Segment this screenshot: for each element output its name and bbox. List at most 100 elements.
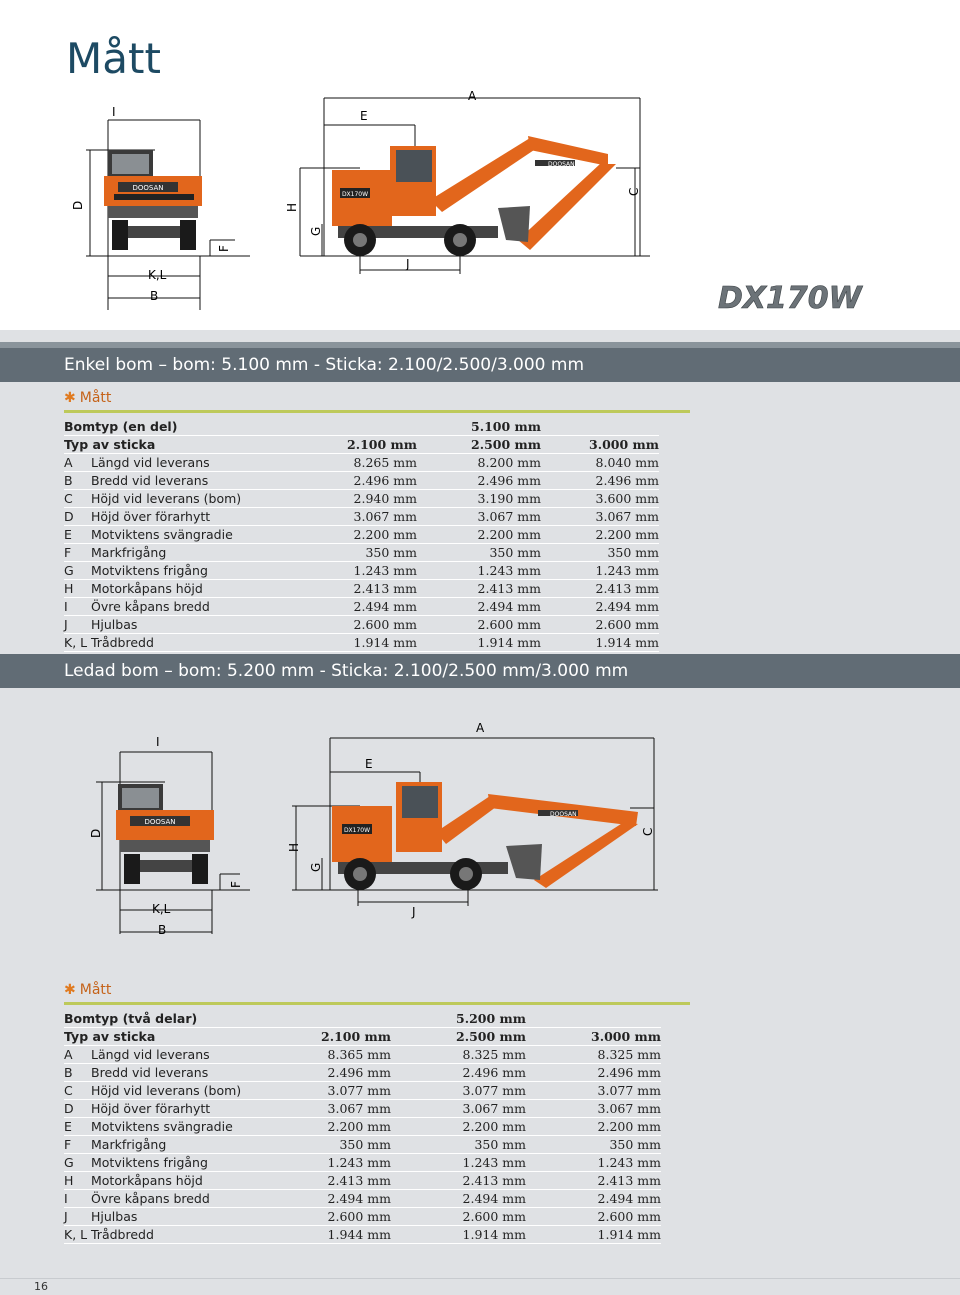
- row-value: 8.200 mm: [417, 453, 541, 472]
- row-name: Bredd vid leverans: [91, 471, 299, 490]
- model-logo-text: DX170W: [718, 281, 864, 316]
- section1-spec-table: Bomtyp (en del) 5.100 mm Typ av sticka 2…: [64, 418, 659, 652]
- row-value: 2.496 mm: [299, 471, 417, 490]
- row-letter: J: [64, 1207, 91, 1226]
- arm-value: 3.000 mm: [526, 1027, 661, 1046]
- front-view-machine: DOOSAN: [116, 784, 214, 884]
- dim-label-h: H: [285, 203, 299, 212]
- row-letter: B: [64, 1063, 91, 1082]
- boom-value: 5.200 mm: [391, 1010, 526, 1028]
- row-value: 8.040 mm: [541, 453, 659, 472]
- dimension-diagram-single-boom: DOOSAN I D K,L B F DX170W DOOS: [71, 89, 650, 310]
- row-value: 3.067 mm: [299, 1099, 391, 1118]
- row-value: 2.496 mm: [391, 1063, 526, 1082]
- side-view-machine: DX170W DOOSAN: [332, 136, 616, 256]
- dim-label-a: A: [468, 89, 477, 103]
- row-name: Motviktens svängradie: [91, 1117, 299, 1136]
- row-value: 1.914 mm: [391, 1225, 526, 1244]
- row-value: 1.944 mm: [299, 1225, 391, 1244]
- dim-label-c: C: [627, 188, 641, 196]
- row-name: Längd vid leverans: [91, 1045, 299, 1064]
- row-value: 1.243 mm: [391, 1153, 526, 1172]
- brand-text-arm: DOOSAN: [550, 811, 577, 818]
- dim-label-a: A: [476, 721, 485, 735]
- row-name: Höjd över förarhytt: [91, 507, 299, 526]
- row-letter: F: [64, 543, 91, 562]
- row-name: Hjulbas: [91, 615, 299, 634]
- dim-label-kl: K,L: [148, 268, 167, 282]
- dim-label-i: I: [156, 735, 160, 749]
- row-name: Höjd vid leverans (bom): [91, 1081, 299, 1100]
- row-letter: K, L: [64, 633, 91, 652]
- arm-value: 3.000 mm: [541, 435, 659, 454]
- row-letter: K, L: [64, 1225, 91, 1244]
- row-letter: D: [64, 507, 91, 526]
- row-letter: H: [64, 1171, 91, 1190]
- row-value: 350 mm: [299, 543, 417, 562]
- arm-value: 2.500 mm: [417, 435, 541, 454]
- row-name: Höjd över förarhytt: [91, 1099, 299, 1118]
- row-value: 2.496 mm: [417, 471, 541, 490]
- footer-rule: [0, 1278, 960, 1279]
- table-row: Typ av sticka 2.100 mm 2.500 mm 3.000 mm: [64, 435, 659, 454]
- row-value: 350 mm: [417, 543, 541, 562]
- page-title: Mått: [66, 34, 161, 83]
- row-letter: A: [64, 453, 91, 472]
- row-letter: D: [64, 1099, 91, 1118]
- page-number: 16: [34, 1280, 48, 1293]
- dim-label-d: D: [89, 829, 103, 838]
- row-name: Övre kåpans bredd: [91, 597, 299, 616]
- dim-label-b: B: [150, 289, 158, 303]
- row-value: 2.496 mm: [526, 1063, 661, 1082]
- row-letter: B: [64, 471, 91, 490]
- row-value: 3.067 mm: [417, 507, 541, 526]
- dim-label-d: D: [71, 201, 85, 210]
- row-value: 1.243 mm: [299, 561, 417, 580]
- row-name: Motorkåpans höjd: [91, 1171, 299, 1190]
- row-value: 2.600 mm: [299, 615, 417, 634]
- row-name: Längd vid leverans: [91, 453, 299, 472]
- row-value: 2.413 mm: [299, 579, 417, 598]
- row-name: Motorkåpans höjd: [91, 579, 299, 598]
- row-value: 8.265 mm: [299, 453, 417, 472]
- row-letter: H: [64, 579, 91, 598]
- table-row: Typ av sticka 2.100 mm 2.500 mm 3.000 mm: [64, 1027, 661, 1046]
- arm-type-label: Typ av sticka: [64, 435, 299, 454]
- row-name: Trådbredd: [91, 633, 299, 652]
- section2-subhead: ✱Mått: [64, 982, 690, 1005]
- row-value: 2.494 mm: [299, 597, 417, 616]
- row-value: 2.200 mm: [526, 1117, 661, 1136]
- asterisk-icon: ✱: [64, 982, 76, 998]
- row-value: 350 mm: [299, 1135, 391, 1154]
- side-view-machine: DX170W DOOSAN: [332, 782, 638, 890]
- row-value: 1.243 mm: [526, 1153, 661, 1172]
- brand-text-arm: DOOSAN: [548, 161, 575, 168]
- brand-text-front: DOOSAN: [132, 184, 163, 192]
- arm-value: 2.100 mm: [299, 435, 417, 454]
- row-value: 2.494 mm: [526, 1189, 661, 1208]
- row-name: Trådbredd: [91, 1225, 299, 1244]
- dim-label-f: F: [217, 245, 231, 252]
- row-letter: J: [64, 615, 91, 634]
- row-value: 2.413 mm: [391, 1171, 526, 1190]
- row-letter: G: [64, 561, 91, 580]
- section2-band: Ledad bom – bom: 5.200 mm - Sticka: 2.10…: [0, 654, 960, 688]
- dim-label-kl: K,L: [152, 902, 171, 916]
- row-value: 2.496 mm: [541, 471, 659, 490]
- row-value: 1.914 mm: [541, 633, 659, 652]
- row-value: 2.200 mm: [417, 525, 541, 544]
- arm-type-label: Typ av sticka: [64, 1027, 299, 1046]
- row-value: 350 mm: [526, 1135, 661, 1154]
